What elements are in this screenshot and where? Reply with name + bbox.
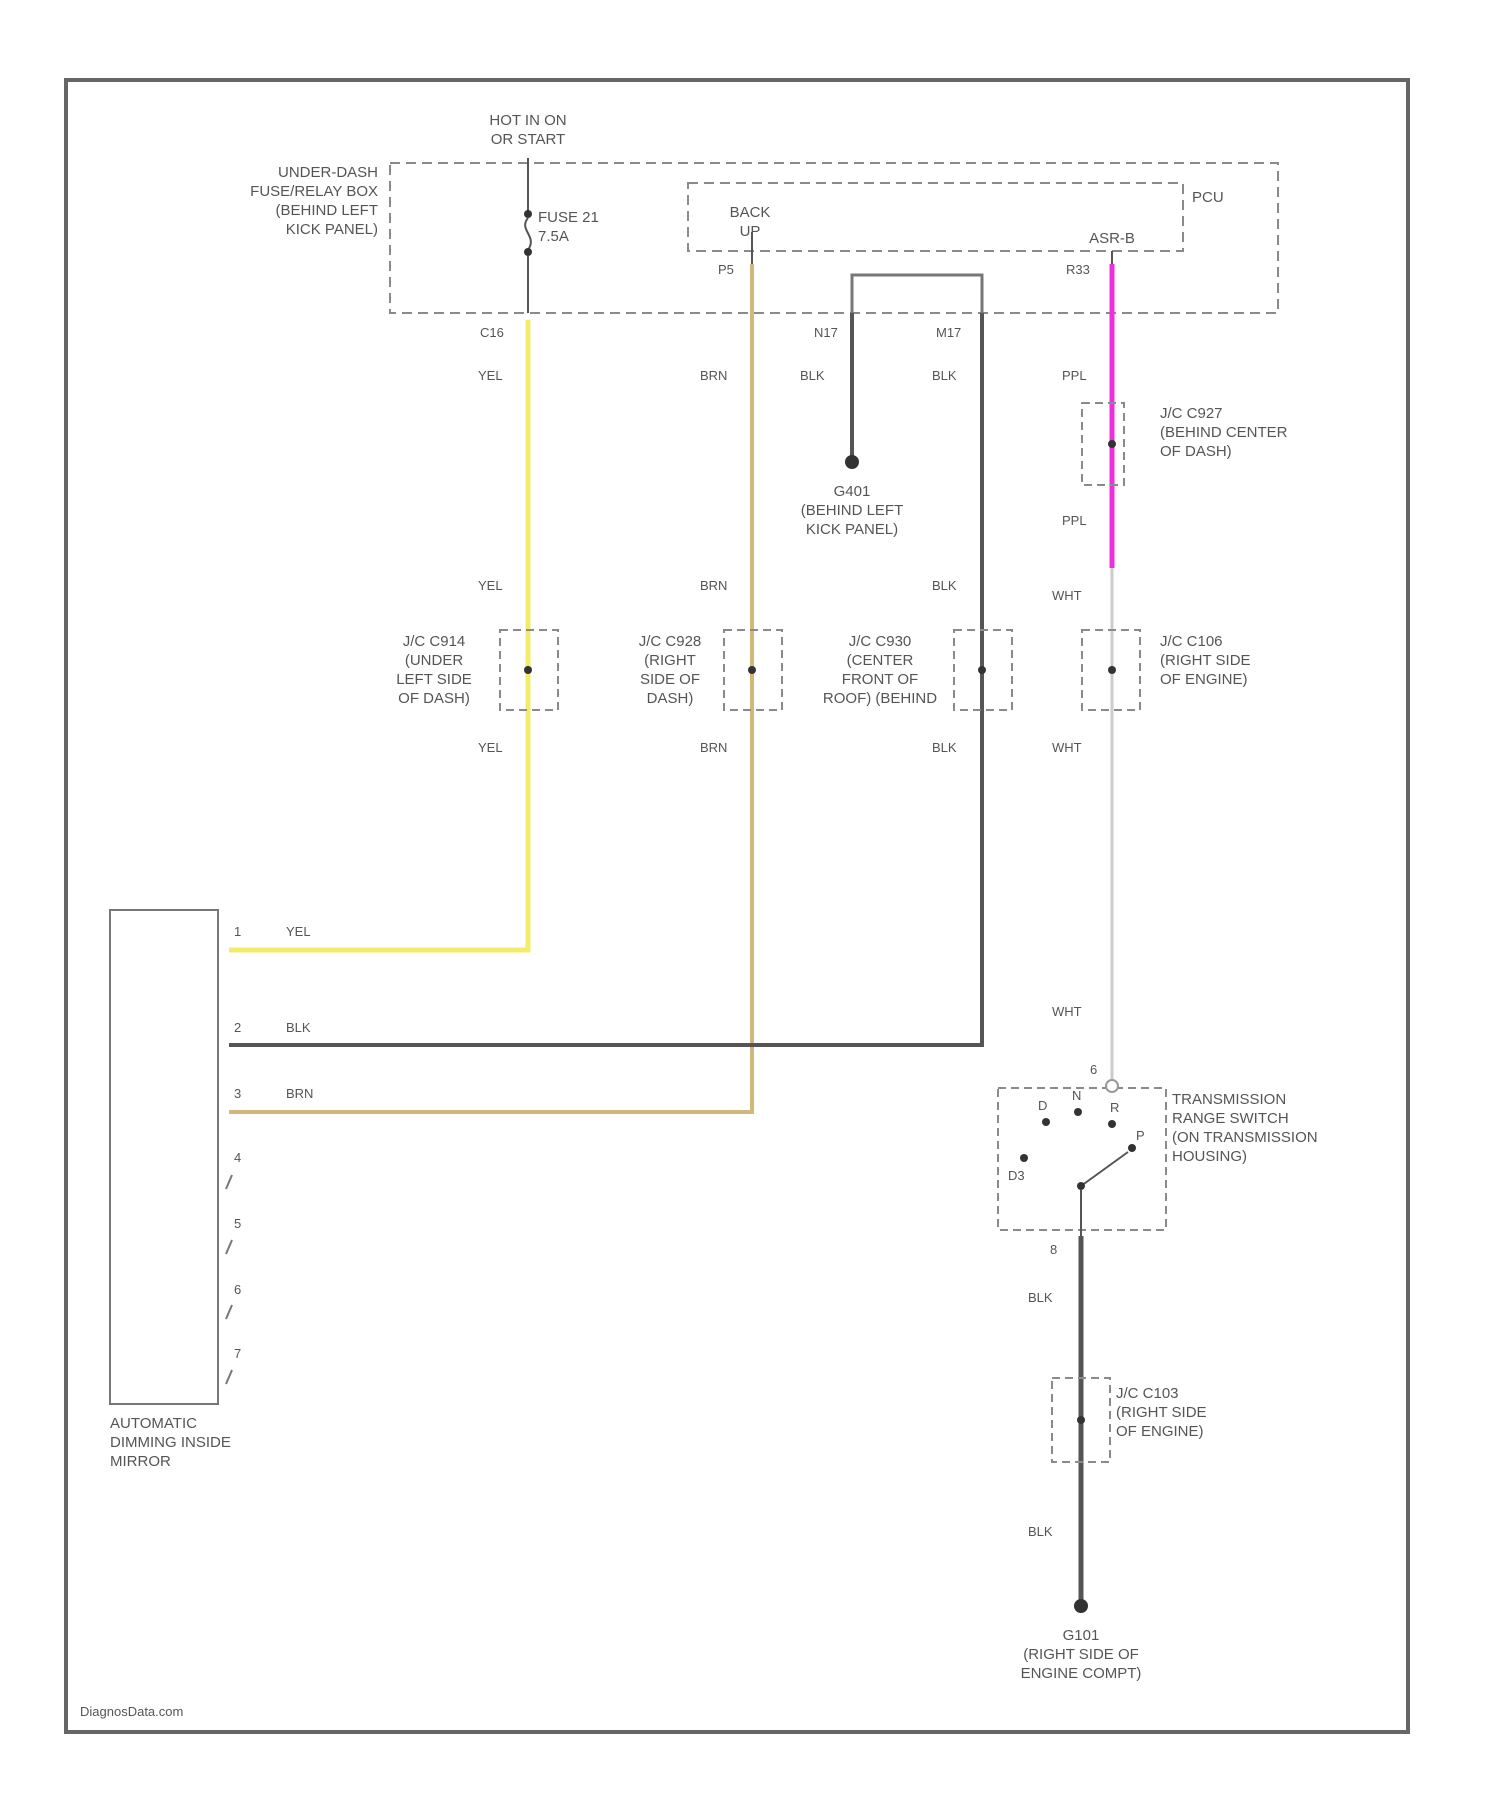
wire-label-ppl-2: PPL <box>1062 513 1087 528</box>
jc-c927-outline <box>1082 403 1124 485</box>
wire-label-blk-trs-1: BLK <box>1028 1290 1053 1305</box>
wire-label-wht-1: WHT <box>1052 588 1082 603</box>
trs-pos-p: P <box>1136 1128 1145 1143</box>
trs-bottom-pin: 8 <box>1050 1242 1057 1257</box>
watermark: DiagnosData.com <box>80 1704 183 1719</box>
wire-label-brn-1: BRN <box>700 368 727 383</box>
wire-label-brn-2: BRN <box>700 578 727 593</box>
yel-wire <box>229 320 528 950</box>
mirror-pin-7-terminal <box>226 1370 232 1384</box>
asr-label: ASR-B <box>1089 230 1135 247</box>
brn-wire <box>229 264 752 1112</box>
mirror-wire-label-brn: BRN <box>286 1086 313 1101</box>
trs-top-pin: 6 <box>1090 1062 1097 1077</box>
wire-label-ppl-1: PPL <box>1062 368 1087 383</box>
trs-pos-n: N <box>1072 1088 1081 1103</box>
wire-label-brn-3: BRN <box>700 740 727 755</box>
mirror-pin-2: 2 <box>234 1020 241 1035</box>
mirror-pin-6: 6 <box>234 1282 241 1297</box>
wire-label-wht-3: WHT <box>1052 1004 1082 1019</box>
wire-label-yel-3: YEL <box>478 740 503 755</box>
wire-label-blk-3: BLK <box>932 740 957 755</box>
pcu-label: PCU <box>1192 189 1224 206</box>
mirror-pin-1: 1 <box>234 924 241 939</box>
jc-c914-node <box>524 666 532 674</box>
mirror-pins: 1 2 3 4 5 6 7 <box>226 924 241 1384</box>
pin-p5: P5 <box>718 262 734 277</box>
jc-c106-node <box>1108 666 1116 674</box>
fuse-icon <box>525 218 531 250</box>
wire-label-wht-2: WHT <box>1052 740 1082 755</box>
trs-pos-d3: D3 <box>1008 1168 1025 1183</box>
g101-ground-icon <box>1074 1599 1088 1613</box>
fuse-terminal-top <box>524 210 532 218</box>
jc-c927-node <box>1108 440 1116 448</box>
wire-label-blk-1: BLK <box>932 368 957 383</box>
mirror-pin-5: 5 <box>234 1216 241 1231</box>
wire-label-blk-g401: BLK <box>800 368 825 383</box>
mirror-wire-label-blk: BLK <box>286 1020 311 1035</box>
mirror-pin-6-terminal <box>226 1305 232 1319</box>
diagram-frame <box>66 80 1408 1732</box>
wire-label-yel-1: YEL <box>478 368 503 383</box>
pin-n17: N17 <box>814 325 838 340</box>
jc-c103-node <box>1077 1416 1085 1424</box>
mirror-pin-4-terminal <box>226 1175 232 1189</box>
mirror-pin-4: 4 <box>234 1150 241 1165</box>
ground-loop-wire <box>852 275 982 313</box>
wire-label-yel-2: YEL <box>478 578 503 593</box>
mirror-pin-7: 7 <box>234 1346 241 1361</box>
fuse-relay-box-outline <box>390 163 1278 313</box>
trs-switch-icon <box>1020 1108 1136 1236</box>
jc-c930-node <box>978 666 986 674</box>
g401-ground-icon <box>845 455 859 469</box>
pin-r33: R33 <box>1066 262 1090 277</box>
trs-pos-r: R <box>1110 1100 1119 1115</box>
pin-c16: C16 <box>480 325 504 340</box>
trs-pos-d: D <box>1038 1098 1047 1113</box>
wire-label-blk-trs-2: BLK <box>1028 1524 1053 1539</box>
wire-label-blk-2: BLK <box>932 578 957 593</box>
mirror-box <box>110 910 218 1404</box>
pin-m17: M17 <box>936 325 961 340</box>
mirror-pin-5-terminal <box>226 1240 232 1254</box>
fuse-terminal-bottom <box>524 248 532 256</box>
mirror-wire-label-yel: YEL <box>286 924 311 939</box>
mirror-pin-3: 3 <box>234 1086 241 1101</box>
trs-top-terminal <box>1106 1080 1118 1092</box>
jc-c928-node <box>748 666 756 674</box>
